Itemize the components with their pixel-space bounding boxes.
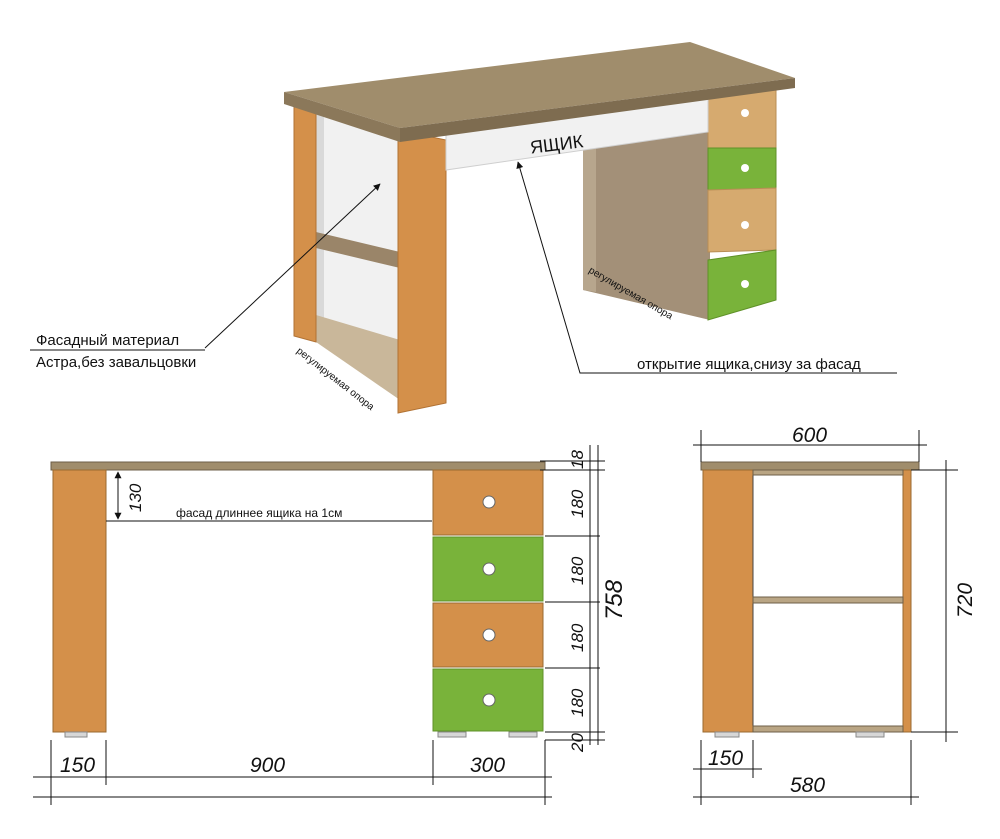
desk-3d-view: ЯЩИК Фасадный материал Астра,без завальц… bbox=[30, 42, 897, 414]
dim-180-4: 180 bbox=[568, 688, 587, 717]
side-view: 600 720 150 580 bbox=[693, 424, 977, 805]
front-left-leg bbox=[52, 469, 107, 733]
dim-580: 580 bbox=[790, 774, 825, 797]
pedestal-body bbox=[583, 120, 710, 320]
drawer-knob-icon bbox=[741, 109, 749, 117]
tabletop bbox=[284, 42, 795, 128]
facade-material-line2: Астра,без завальцовки bbox=[36, 354, 196, 371]
left-leg-outer bbox=[397, 129, 447, 414]
dim-20: 20 bbox=[568, 733, 587, 753]
dim-720: 720 bbox=[954, 583, 977, 618]
dim-758: 758 bbox=[601, 579, 628, 620]
dim-180-2: 180 bbox=[568, 556, 587, 585]
side-leg bbox=[702, 469, 754, 733]
dim-150-side: 150 bbox=[708, 747, 743, 770]
dim-600: 600 bbox=[792, 424, 827, 447]
front-tabletop bbox=[50, 461, 546, 471]
dim-18: 18 bbox=[568, 450, 587, 469]
side-tabletop bbox=[700, 461, 920, 471]
front-view: 130 фасад длиннее ящика на 1см 18 180 18… bbox=[33, 445, 628, 805]
dim-180-3: 180 bbox=[568, 623, 587, 652]
middle-shelf bbox=[316, 232, 400, 268]
dim-150-front: 150 bbox=[60, 754, 95, 777]
dim-900: 900 bbox=[250, 754, 285, 777]
dim-130: 130 bbox=[126, 483, 145, 512]
facade-material-line1: Фасадный материал bbox=[36, 332, 179, 349]
side-shelf bbox=[752, 596, 904, 604]
drawer-front-1 bbox=[707, 89, 777, 149]
drawer-opening-label: открытие ящика,снизу за фасад bbox=[637, 356, 861, 373]
opening-leader bbox=[516, 161, 897, 374]
dim-300: 300 bbox=[470, 754, 505, 777]
facade-leader bbox=[204, 183, 381, 349]
front-knob-icon bbox=[482, 495, 496, 509]
dim-180-1: 180 bbox=[568, 489, 587, 518]
facade-longer-label: фасад длиннее ящика на 1см bbox=[176, 506, 342, 520]
left-leg-inner bbox=[293, 104, 317, 343]
